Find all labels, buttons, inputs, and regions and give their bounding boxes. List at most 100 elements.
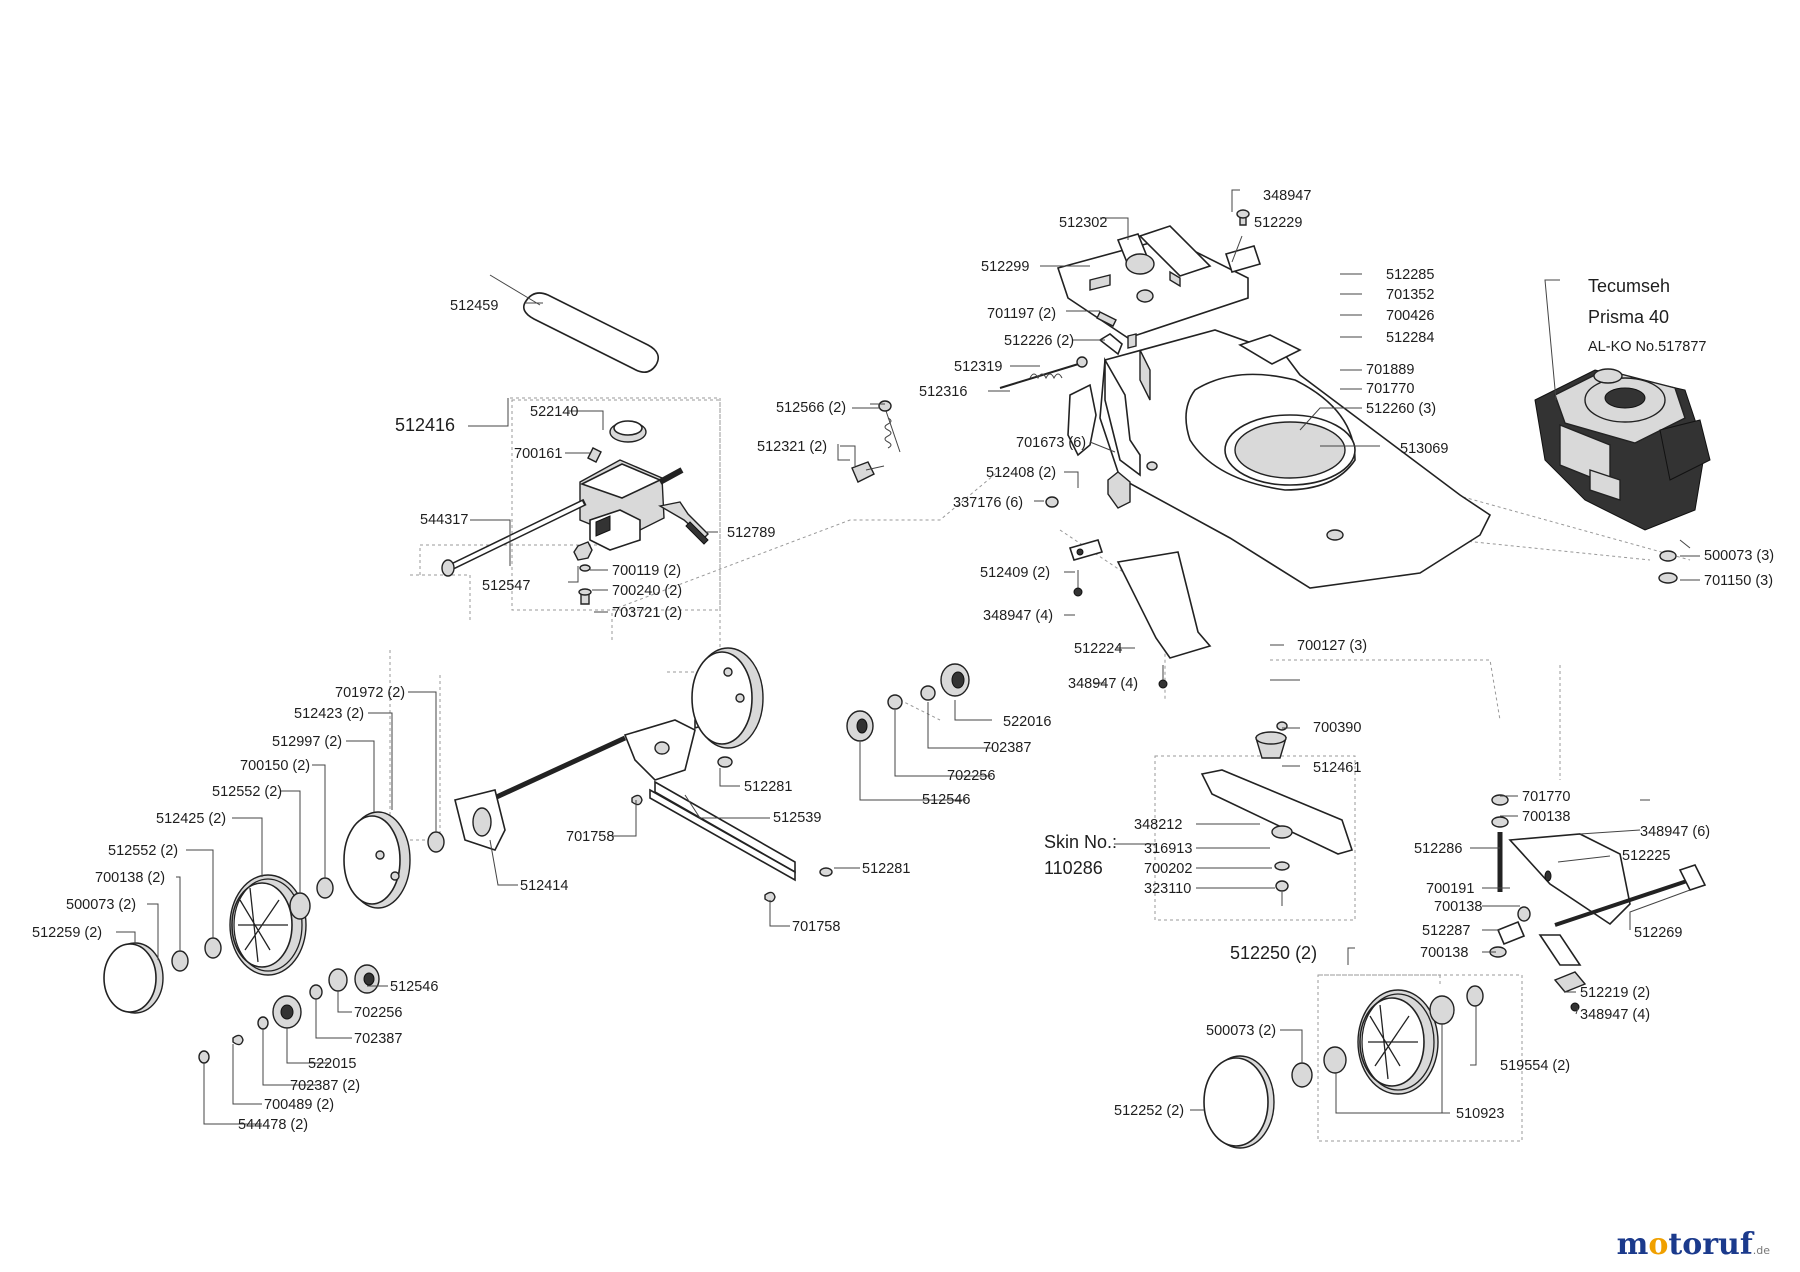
engine-drawing	[1534, 279, 1711, 584]
grass-catcher-guard	[1056, 225, 1249, 349]
label-348947d: 348947 (6)	[1640, 824, 1710, 840]
label-512316: 512316	[919, 384, 967, 400]
label-700138d: 700138	[1420, 945, 1468, 961]
label-512219: 512219 (2)	[1580, 985, 1650, 1001]
label-513069: 513069	[1400, 441, 1448, 457]
label-702387c: 702387 (2)	[290, 1078, 360, 1094]
skin-label: Skin No.:	[1044, 832, 1117, 852]
label-700191: 700191	[1426, 881, 1474, 897]
label-703721: 703721 (2)	[612, 605, 682, 621]
label-702387b: 702387	[354, 1031, 402, 1047]
label-700202: 700202	[1144, 861, 1192, 877]
label-512281b: 512281	[862, 861, 910, 877]
label-323110: 323110	[1144, 881, 1191, 897]
label-512284: 512284	[1386, 330, 1434, 346]
front-axle-assembly	[1489, 794, 1707, 1012]
engine-brand: Tecumseh	[1588, 276, 1670, 296]
label-700119: 700119 (2)	[612, 563, 681, 579]
label-544317: 544317	[420, 512, 468, 528]
gear-set-top	[846, 663, 970, 742]
leader-lines	[116, 189, 1700, 1125]
label-348947: 348947	[1263, 188, 1311, 204]
label-348212: 348212	[1134, 817, 1182, 833]
label-512229: 512229	[1254, 215, 1302, 231]
label-512285: 512285	[1386, 267, 1434, 283]
label-701673: 701673 (6)	[1016, 435, 1086, 451]
label-512552a: 512552 (2)	[212, 784, 282, 800]
label-512423: 512423 (2)	[294, 706, 364, 722]
label-512225: 512225	[1622, 848, 1670, 864]
label-700426: 700426	[1386, 308, 1434, 324]
label-512409: 512409 (2)	[980, 565, 1050, 581]
label-512546b: 512546	[390, 979, 438, 995]
label-700240: 700240 (2)	[612, 583, 682, 599]
label-700390: 700390	[1313, 720, 1361, 736]
label-512299: 512299	[981, 259, 1029, 275]
label-512546a: 512546	[922, 792, 970, 808]
label-522016: 522016	[1003, 714, 1051, 730]
label-701889: 701889	[1366, 362, 1414, 378]
label-512408: 512408 (2)	[986, 465, 1056, 481]
label-512461: 512461	[1313, 760, 1361, 776]
drive-belt	[523, 292, 659, 373]
label-702387a: 702387	[983, 740, 1031, 756]
engine-alko-number: AL-KO No.517877	[1588, 339, 1707, 355]
label-700489: 700489 (2)	[264, 1097, 334, 1113]
label-702256a: 702256	[947, 768, 995, 784]
label-510923: 510923	[1456, 1106, 1504, 1122]
label-512789: 512789	[727, 525, 775, 541]
label-512250: 512250 (2)	[1230, 943, 1317, 963]
label-700161: 700161	[514, 446, 562, 462]
part-labels: 348947 512229 512302 512299 701197 (2) 5…	[32, 188, 1774, 1133]
label-500073c: 500073 (2)	[1206, 1023, 1276, 1039]
label-500073b: 500073 (2)	[66, 897, 136, 913]
engine-model: Prisma 40	[1588, 307, 1669, 327]
label-701770b: 701770	[1522, 789, 1570, 805]
label-522015: 522015	[308, 1056, 356, 1072]
label-512281a: 512281	[744, 779, 792, 795]
left-wheel-group	[103, 811, 445, 1064]
right-wheel-group	[1203, 974, 1523, 1149]
label-512414: 512414	[520, 878, 568, 894]
label-348947b: 348947 (4)	[983, 608, 1053, 624]
label-701352: 701352	[1386, 287, 1434, 303]
label-701770a: 701770	[1366, 381, 1414, 397]
gearbox-assembly	[441, 399, 721, 611]
label-512287: 512287	[1422, 923, 1470, 939]
label-500073a: 500073 (3)	[1704, 548, 1774, 564]
label-512226: 512226 (2)	[1004, 333, 1074, 349]
label-700127: 700127 (3)	[1297, 638, 1367, 654]
rear-axle	[454, 647, 833, 903]
label-701197: 701197 (2)	[987, 306, 1056, 322]
label-348947e: 348947 (4)	[1580, 1007, 1650, 1023]
label-512259: 512259 (2)	[32, 925, 102, 941]
label-522140: 522140	[530, 404, 578, 420]
label-512416: 512416	[395, 415, 455, 435]
flap-parts	[1096, 209, 1262, 327]
label-544478: 544478 (2)	[238, 1117, 308, 1133]
mower-housing	[1099, 329, 1492, 589]
label-512547: 512547	[482, 578, 530, 594]
label-512260: 512260 (3)	[1366, 401, 1436, 417]
label-701972: 701972 (2)	[335, 685, 405, 701]
skin-number: 110286	[1044, 858, 1103, 878]
label-512539: 512539	[773, 810, 821, 826]
label-512224: 512224	[1074, 641, 1122, 657]
cable-spring	[851, 356, 1088, 483]
label-700150: 700150 (2)	[240, 758, 310, 774]
label-512252: 512252 (2)	[1114, 1103, 1184, 1119]
label-512459: 512459	[450, 298, 498, 314]
label-701758a: 701758	[566, 829, 614, 845]
label-700138c: 700138	[1434, 899, 1482, 915]
label-512566: 512566 (2)	[776, 400, 846, 416]
label-512997: 512997 (2)	[272, 734, 342, 750]
motoruf-logo: motoruf.de	[1616, 1227, 1770, 1262]
label-512286: 512286	[1414, 841, 1462, 857]
label-519554: 519554 (2)	[1500, 1058, 1570, 1074]
label-700138a: 700138 (2)	[95, 870, 165, 886]
label-701150: 701150 (3)	[1704, 573, 1773, 589]
label-512425: 512425 (2)	[156, 811, 226, 827]
label-337176: 337176 (6)	[953, 495, 1023, 511]
label-702256b: 702256	[354, 1005, 402, 1021]
